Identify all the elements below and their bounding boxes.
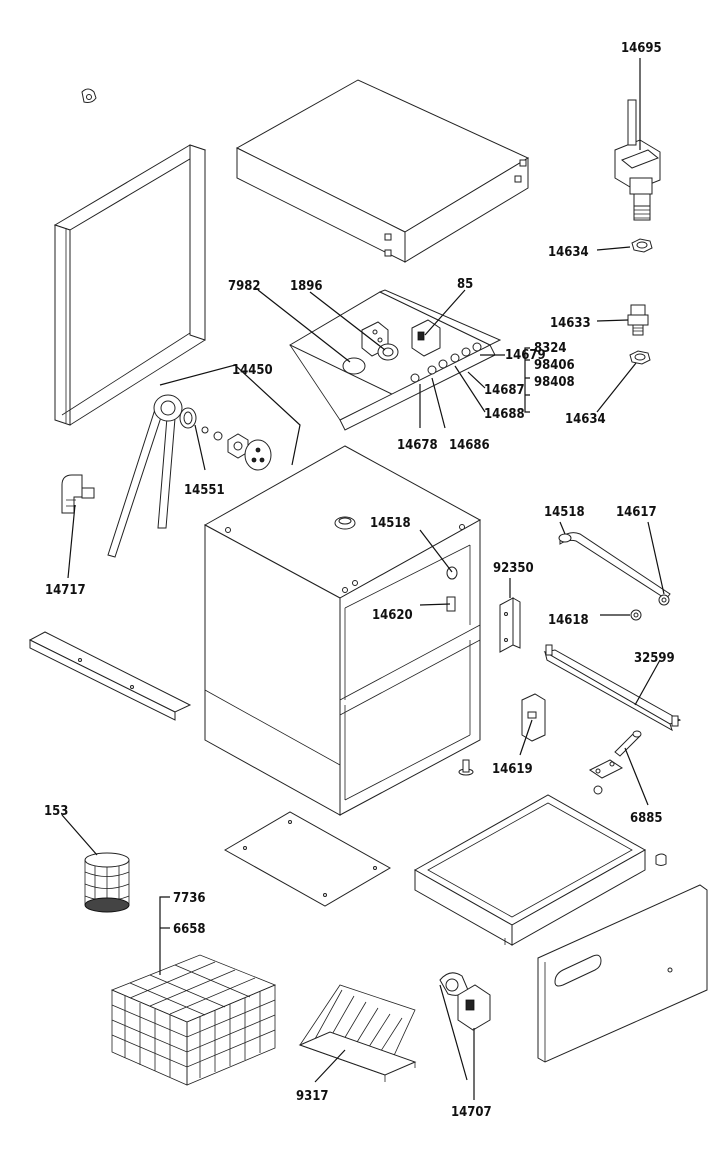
label-14551: 14551	[184, 483, 225, 498]
label-14619: 14619	[492, 762, 533, 777]
mounting-bracket-part	[499, 597, 521, 653]
label-92350: 92350	[493, 561, 534, 576]
label-14518-cabinet: 14518	[370, 516, 411, 531]
nut-part-upper	[631, 238, 653, 253]
label-14679: 14679	[505, 348, 546, 363]
label-14518-rod: 14518	[544, 505, 585, 520]
fitting-part	[627, 304, 649, 336]
label-14695: 14695	[621, 41, 662, 56]
label-153: 153	[44, 804, 68, 819]
pin-plate-part	[589, 730, 642, 795]
left-rail-part	[28, 631, 192, 721]
label-14634-lower: 14634	[565, 412, 606, 427]
leader-lines	[61, 58, 665, 1100]
control-bracket-part	[288, 289, 502, 431]
label-1896: 1896	[290, 279, 323, 294]
top-cover-part	[235, 79, 530, 263]
wire-basket-part	[110, 954, 277, 1086]
label-85: 85	[457, 277, 473, 292]
label-14618: 14618	[548, 613, 589, 628]
small-clip-part	[81, 88, 97, 103]
pump-part	[439, 972, 491, 1031]
tray-part	[413, 794, 647, 946]
label-98408: 98408	[534, 375, 575, 390]
label-14633: 14633	[550, 316, 591, 331]
label-14634-upper: 14634	[548, 245, 589, 260]
nut-part-lower	[629, 350, 651, 365]
main-cabinet-part	[203, 445, 482, 816]
part-labels: 14695 14634 7982 1896 85 14633 14679 832…	[44, 41, 675, 1120]
small-cap-part	[655, 853, 667, 866]
plate-rack-part	[298, 984, 417, 1082]
label-14617: 14617	[616, 505, 657, 520]
hose-assembly-part	[107, 394, 272, 558]
label-7736: 7736	[173, 891, 206, 906]
label-8324: 8324	[534, 341, 567, 356]
label-14450: 14450	[232, 363, 273, 378]
front-panel-part	[537, 884, 708, 1063]
group-bracket	[524, 347, 530, 413]
label-98406: 98406	[534, 358, 575, 373]
label-14678: 14678	[397, 438, 438, 453]
label-14707: 14707	[451, 1105, 492, 1120]
label-6885: 6885	[630, 811, 663, 826]
small-bracket-part	[521, 693, 546, 742]
label-9317: 9317	[296, 1089, 329, 1104]
label-14620: 14620	[372, 608, 413, 623]
long-rail-part	[543, 644, 682, 732]
solenoid-valve-part	[614, 99, 661, 221]
leveling-foot-part	[458, 759, 474, 776]
label-14717: 14717	[45, 583, 86, 598]
nut-part-14618	[630, 609, 642, 621]
label-14688: 14688	[484, 407, 525, 422]
elbow-fitting-part	[61, 474, 95, 514]
label-14686: 14686	[449, 438, 490, 453]
label-7982: 7982	[228, 279, 261, 294]
side-panel-part	[53, 144, 207, 426]
cylinder-basket-part	[84, 852, 130, 913]
nut-part-14617	[658, 594, 670, 606]
label-14687: 14687	[484, 383, 525, 398]
bent-rod-part	[558, 532, 671, 600]
label-6658: 6658	[173, 922, 206, 937]
bottom-plate-part	[223, 811, 392, 907]
label-32599: 32599	[634, 651, 675, 666]
